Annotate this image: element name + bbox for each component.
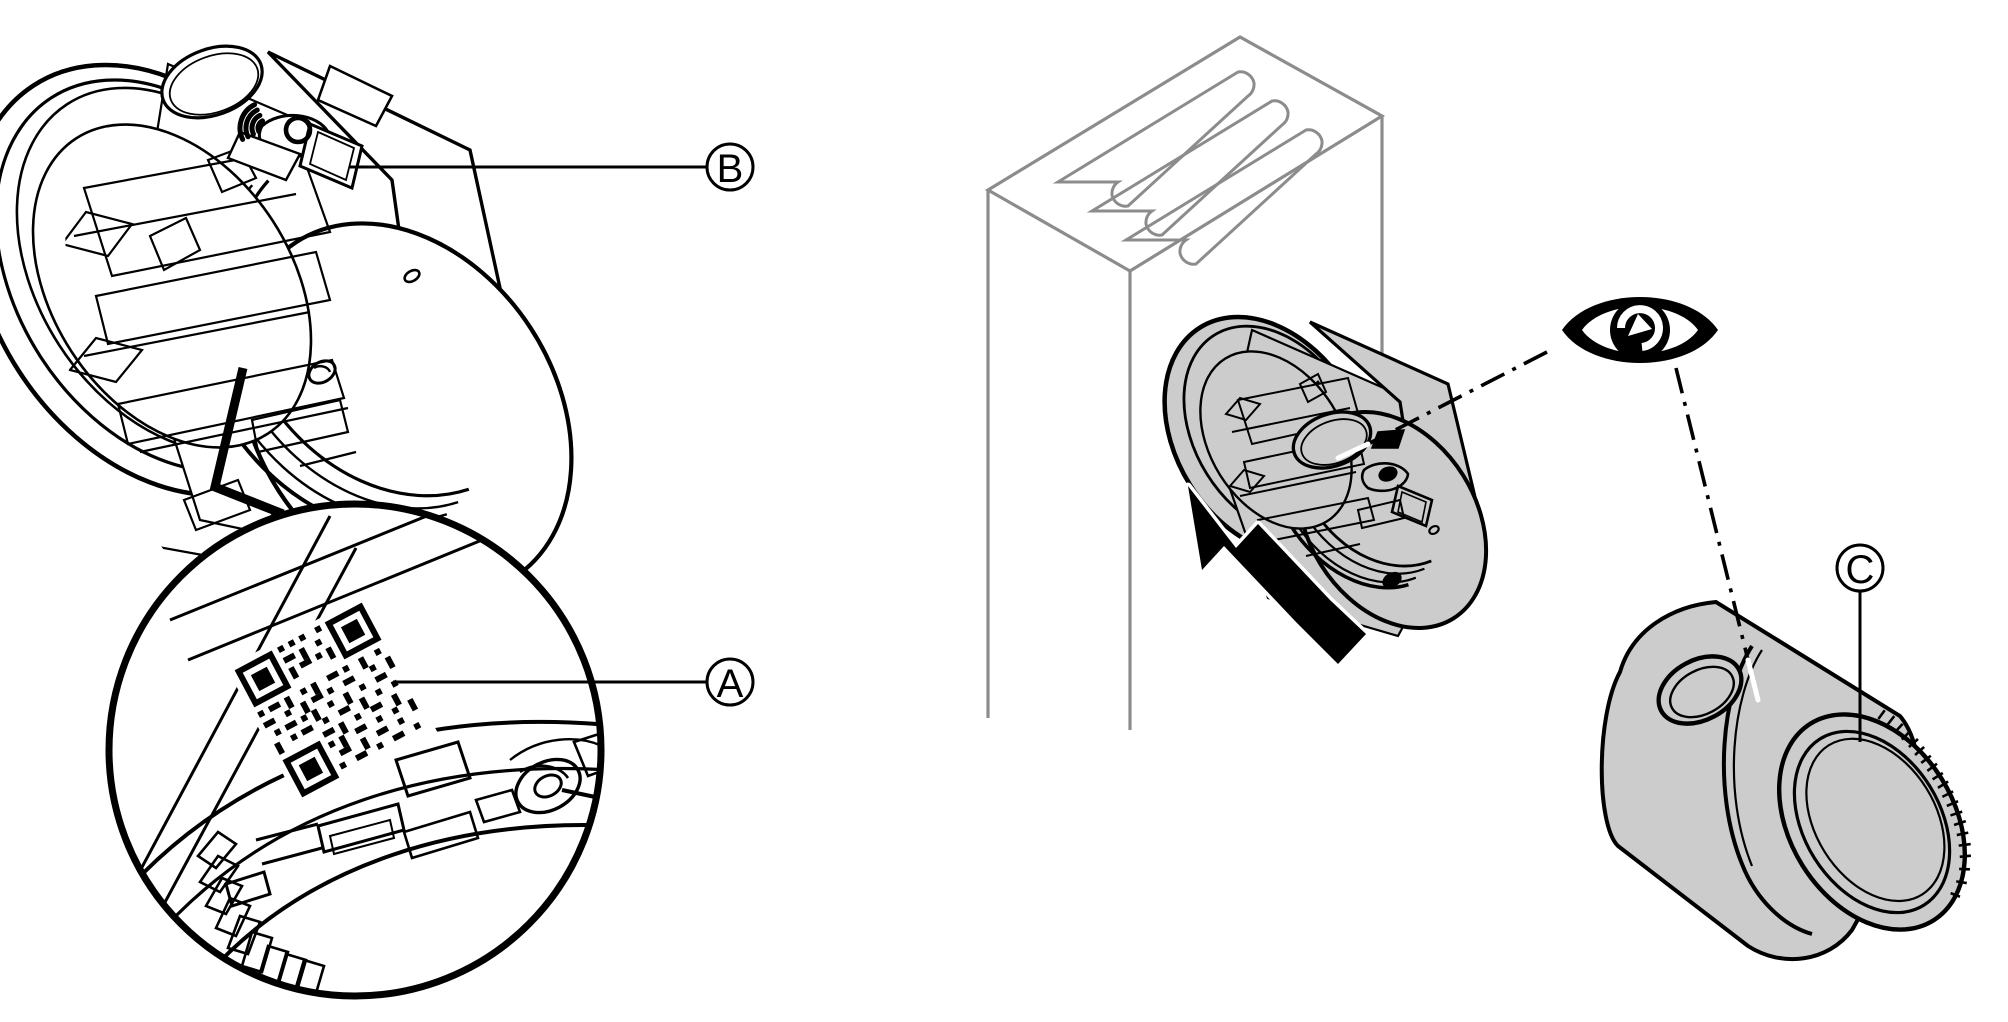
- callout-a-circle[interactable]: [705, 657, 755, 707]
- eye-orientation-icon: [1562, 297, 1718, 363]
- device-button-right: [1360, 429, 1434, 528]
- end-cap-knurling: [1877, 709, 1972, 898]
- alignment-line-cap: [1674, 367, 1750, 661]
- callout-b[interactable]: B: [705, 142, 755, 192]
- device-fastener-details-left: [307, 268, 421, 385]
- callout-c-circle[interactable]: [1835, 543, 1885, 593]
- device-internal-structure-left: [60, 146, 357, 562]
- qr-code-label: [226, 594, 438, 806]
- callout-a-label: A: [717, 662, 744, 706]
- pairing-button[interactable]: [283, 115, 313, 145]
- wall-box: [984, 35, 1386, 730]
- alignment-chain-lines: [1367, 350, 1750, 661]
- alignment-chain-highlights: [1335, 441, 1761, 703]
- callout-leaders: [350, 165, 1862, 742]
- device-body-left: [0, 44, 574, 599]
- detail-magnifier-circle: [105, 500, 605, 1000]
- assembly-direction-arrow: [1184, 482, 1370, 668]
- wall-box-vents: [1052, 70, 1324, 266]
- end-cap-alignment-recess: [1656, 654, 1744, 726]
- wireless-signal-icon: [237, 102, 265, 142]
- alignment-line-device: [1367, 350, 1548, 446]
- callout-c[interactable]: C: [1835, 543, 1885, 593]
- callout-b-label: B: [717, 147, 744, 191]
- callout-b-circle[interactable]: [705, 142, 755, 192]
- end-cap: [1599, 599, 1972, 962]
- device-fastener-details-right: [1382, 524, 1440, 589]
- callout-a[interactable]: A: [705, 657, 755, 707]
- callout-c-label: C: [1846, 548, 1875, 592]
